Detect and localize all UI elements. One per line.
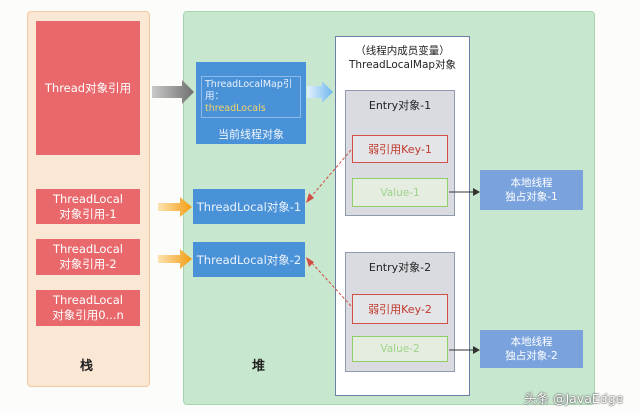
entry-2-title: Entry对象-2 xyxy=(368,261,432,274)
weak-key-1-label: 弱引用Key-1 xyxy=(368,143,432,156)
weak-ref-arrow-2 xyxy=(310,261,352,307)
value-2-label: Value-2 xyxy=(380,343,420,355)
local-object-2-line1: 本地线程 xyxy=(510,336,553,348)
local-object-1-line2: 独占对象-1 xyxy=(505,191,558,203)
local-object-2: 本地线程 独占对象-2 xyxy=(480,330,583,368)
map-title-line1: （线程内成员变量） xyxy=(355,45,450,57)
threadlocal-ref-1-line2: 对象引用-1 xyxy=(59,206,117,221)
threadlocal-ref-box-n: ThreadLocal 对象引用0...n xyxy=(36,290,140,326)
threadlocal-ref-1-line1: ThreadLocal xyxy=(52,191,124,206)
threadlocal-ref-2-line1: ThreadLocal xyxy=(52,242,124,256)
map-ref-inner: ThreadLocalMap引用： threadLocals xyxy=(201,76,301,118)
thread-ref-box: Thread对象引用 xyxy=(36,21,140,155)
threadlocal-ref-2-arrow xyxy=(158,249,192,269)
threadlocal-ref-2-line2: 对象引用-2 xyxy=(59,257,117,271)
weak-key-2-label: 弱引用Key-2 xyxy=(368,303,432,316)
value-1: Value-1 xyxy=(352,178,448,207)
map-ref-arrow xyxy=(307,81,333,103)
map-ref-line2: threadLocals xyxy=(205,103,266,114)
stack-label: 栈 xyxy=(80,359,94,374)
map-title-line2: ThreadLocalMap对象 xyxy=(348,59,457,71)
entry-1-title: Entry对象-1 xyxy=(368,99,432,112)
heap-label: 堆 xyxy=(252,359,266,374)
threadlocal-ref-n-line2: 对象引用0...n xyxy=(52,308,124,322)
local-object-1: 本地线程 独占对象-1 xyxy=(480,170,583,210)
value-1-arrowhead xyxy=(473,188,480,196)
value-2-arrowhead xyxy=(473,346,480,354)
weak-ref-arrowhead-1 xyxy=(306,193,314,203)
threadlocal-ref-box-2: ThreadLocal 对象引用-2 xyxy=(36,239,140,275)
threadlocal-ref-1-arrow xyxy=(158,197,192,217)
threadlocal-ref-box-1: ThreadLocal 对象引用-1 xyxy=(36,189,140,224)
local-object-1-line1: 本地线程 xyxy=(510,177,553,189)
threadlocal-object-1-label: ThreadLocal对象-1 xyxy=(196,199,302,214)
weak-key-2: 弱引用Key-2 xyxy=(352,294,448,324)
weak-ref-arrow-1 xyxy=(309,149,352,199)
weak-key-1: 弱引用Key-1 xyxy=(352,135,448,163)
threadlocal-ref-n-line1: ThreadLocal xyxy=(52,293,124,307)
threadlocal-object-2: ThreadLocal对象-2 xyxy=(193,242,305,277)
weak-ref-arrowhead-2 xyxy=(306,257,314,267)
map-ref-line1: ThreadLocalMap引用： xyxy=(205,79,293,102)
thread-ref-label: Thread对象引用 xyxy=(44,80,132,95)
current-thread-caption: 当前线程对象 xyxy=(218,128,284,141)
thread-ref-arrow xyxy=(152,80,194,104)
threadlocal-object-1: ThreadLocal对象-1 xyxy=(193,189,305,224)
threadlocal-object-2-label: ThreadLocal对象-2 xyxy=(196,252,302,267)
watermark: 头条 @JavaEdge xyxy=(524,391,624,406)
value-2: Value-2 xyxy=(352,336,448,362)
current-thread-box: ThreadLocalMap引用： threadLocals 当前线程对象 xyxy=(196,62,306,144)
value-1-label: Value-1 xyxy=(380,186,420,199)
local-object-2-line2: 独占对象-2 xyxy=(505,350,558,362)
